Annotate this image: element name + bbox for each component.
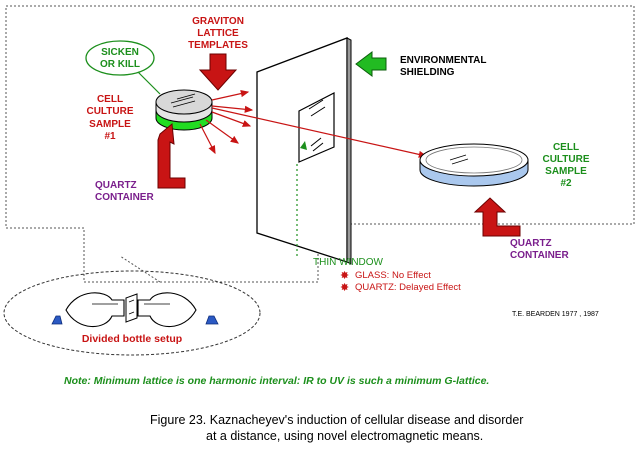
quartz1-line-1: QUARTZ (95, 180, 137, 191)
star-quartz: ✸ (340, 282, 349, 294)
copyright: T.E. BEARDEN 1977 , 1987 (512, 311, 599, 318)
cell2-line-3: SAMPLE (545, 166, 587, 177)
cell1-line-4: #1 (104, 131, 116, 142)
cell1-line-1: CELL (97, 94, 123, 105)
window-green-arrow (300, 141, 307, 150)
cell-culture-dish-1 (155, 89, 213, 131)
quartz-delayed-label: QUARTZ: Delayed Effect (355, 282, 461, 293)
env-line-2: SHIELDING (400, 67, 455, 78)
shielding-panel-edge (346, 37, 352, 265)
graviton-line-3: TEMPLATES (188, 40, 248, 51)
sicken-line-2: OR KILL (100, 59, 140, 70)
quartz1-line-2: CONTAINER (95, 192, 154, 203)
sicken-bubble (85, 40, 161, 95)
cell1-line-2: CULTURE (86, 106, 133, 117)
quartz2-line-2: CONTAINER (510, 250, 569, 261)
bottle-connector (119, 255, 161, 283)
quartz1-arrow (157, 123, 186, 189)
glass-label: GLASS: No Effect (355, 270, 431, 281)
graviton-line-1: GRAVITON (192, 16, 244, 27)
quartz2-arrow (473, 197, 521, 237)
cell2-line-1: CELL (553, 142, 579, 153)
thin-window-label: THIN WINDOW (313, 257, 384, 268)
divided-label: Divided bottle setup (82, 333, 182, 345)
cell2-line-2: CULTURE (542, 154, 589, 165)
divided-bottle-setup (3, 270, 261, 356)
setup-outline (5, 5, 635, 283)
quartz2-line-1: QUARTZ (510, 238, 552, 249)
cell2-line-4: #2 (560, 178, 572, 189)
shielding-arrow (355, 51, 387, 77)
figure-caption-line-1: Figure 23. Kaznacheyev's induction of ce… (150, 413, 523, 427)
thin-window (298, 92, 335, 163)
cell1-line-3: SAMPLE (89, 119, 131, 130)
cell-culture-dish-2 (419, 143, 529, 187)
emission-rays (199, 90, 428, 158)
graviton-arrow (198, 53, 238, 91)
graviton-line-2: LATTICE (197, 28, 239, 39)
sicken-line-1: SICKEN (101, 47, 139, 58)
star-glass: ✸ (340, 270, 349, 282)
lattice-note: Note: Minimum lattice is one harmonic in… (64, 375, 489, 387)
figure-caption-line-2: at a distance, using novel electromagnet… (206, 429, 483, 443)
env-line-1: ENVIRONMENTAL (400, 55, 486, 66)
